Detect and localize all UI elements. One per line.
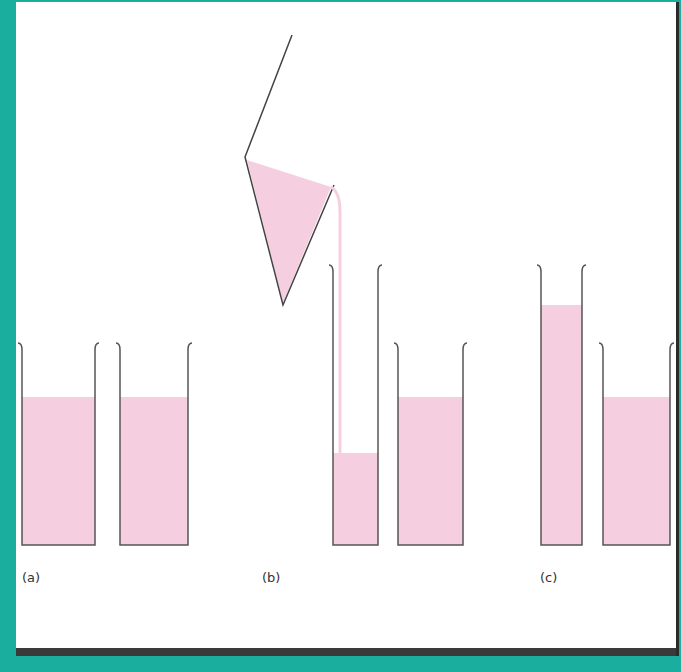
panel-edge bbox=[676, 2, 679, 656]
panel-shadow bbox=[16, 648, 676, 656]
liquid-stream bbox=[331, 187, 340, 453]
beaker-outline bbox=[18, 343, 99, 545]
flask-liquid bbox=[247, 160, 331, 303]
panel-label: (a) bbox=[22, 570, 40, 585]
liquid bbox=[541, 305, 582, 545]
beaker bbox=[394, 343, 467, 545]
beakers bbox=[18, 265, 674, 545]
liquid bbox=[603, 397, 670, 545]
beaker bbox=[537, 265, 586, 545]
beaker bbox=[329, 265, 382, 545]
beaker bbox=[116, 343, 192, 545]
beaker-outline bbox=[537, 265, 586, 545]
liquid bbox=[333, 453, 378, 545]
pouring-flask bbox=[245, 35, 340, 453]
liquid bbox=[22, 397, 95, 545]
panel bbox=[16, 2, 676, 654]
beaker-outline bbox=[394, 343, 467, 545]
panel-label: (c) bbox=[540, 570, 557, 585]
beaker bbox=[18, 343, 99, 545]
beaker-outline bbox=[329, 265, 382, 545]
beaker-outline bbox=[116, 343, 192, 545]
panel-label: (b) bbox=[262, 570, 280, 585]
beaker bbox=[599, 343, 674, 545]
liquid bbox=[398, 397, 463, 545]
beaker-outline bbox=[599, 343, 674, 545]
liquid bbox=[120, 397, 188, 545]
flask-outline bbox=[245, 35, 334, 305]
